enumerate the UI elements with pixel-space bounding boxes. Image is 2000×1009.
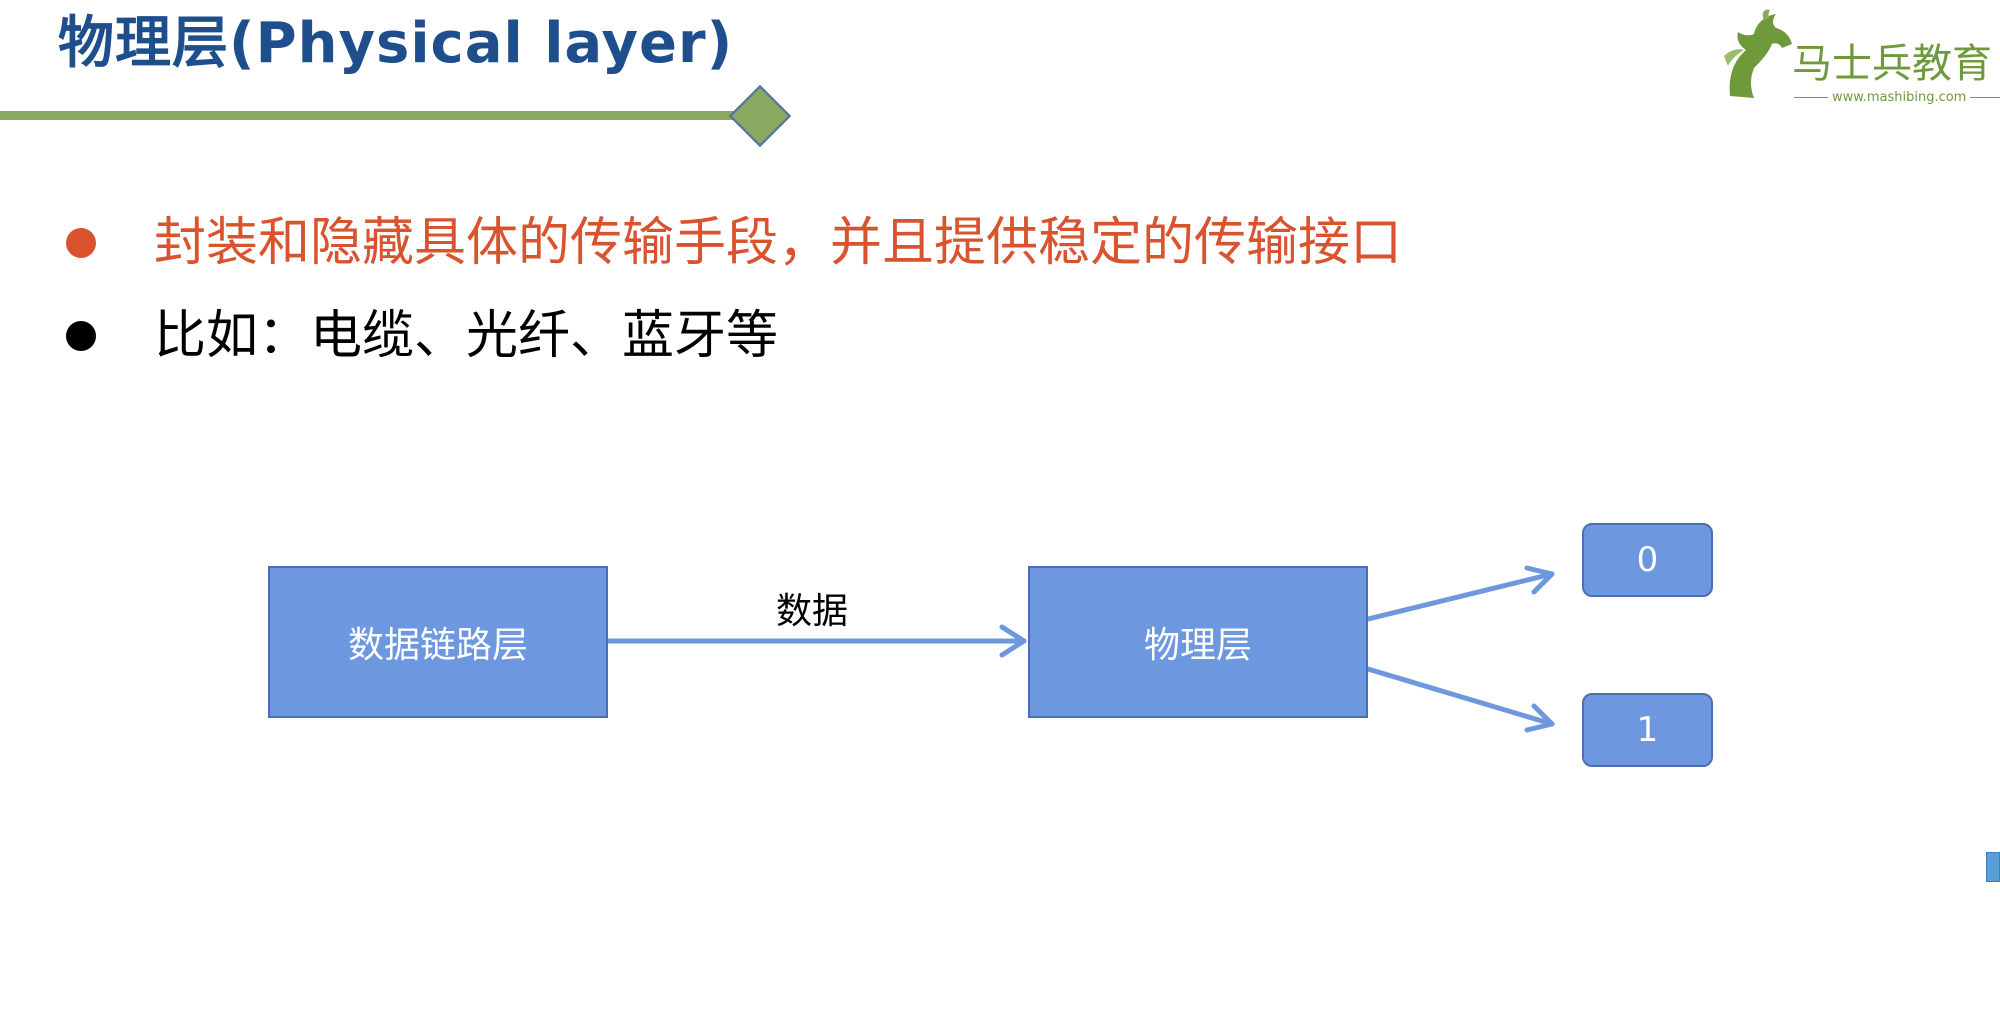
node-label: 物理层	[1143, 625, 1252, 666]
slide-title: 物理层(Physical layer)	[58, 11, 734, 76]
node-label: 0	[1636, 540, 1659, 580]
brand-logo: 马士兵教育 www.mashibing.com	[1720, 6, 1992, 108]
node-label: 1	[1636, 710, 1659, 750]
node-bit-1: 1	[1582, 693, 1713, 767]
edge-arrow-physical-to-bit-0	[1365, 565, 1555, 622]
node-physical-layer: 物理层	[1028, 566, 1368, 718]
title-underline	[0, 111, 745, 120]
bullet-text: 封装和隐藏具体的传输手段，并且提供稳定的传输接口	[154, 213, 1403, 273]
node-data-link-layer: 数据链路层	[268, 566, 608, 718]
horse-head-icon	[1724, 9, 1792, 98]
bullet-item: 比如：电缆、光纤、蓝牙等	[66, 305, 778, 367]
node-bit-0: 0	[1582, 523, 1713, 597]
edge-label-data: 数据	[776, 591, 849, 632]
bullet-dot-icon	[66, 228, 96, 259]
edge-arrow-physical-to-bit-1	[1365, 666, 1555, 733]
edge-arrow-datalink-to-physical	[605, 624, 1027, 658]
bullet-dot-icon	[66, 321, 96, 352]
bullet-item: 封装和隐藏具体的传输手段，并且提供稳定的传输接口	[66, 212, 1402, 274]
brand-url: www.mashibing.com	[1790, 90, 1980, 105]
edge-marker	[1986, 852, 2000, 882]
brand-name: 马士兵教育	[1792, 41, 1992, 87]
node-label: 数据链路层	[347, 625, 528, 666]
bullet-text: 比如：电缆、光纤、蓝牙等	[154, 306, 779, 366]
